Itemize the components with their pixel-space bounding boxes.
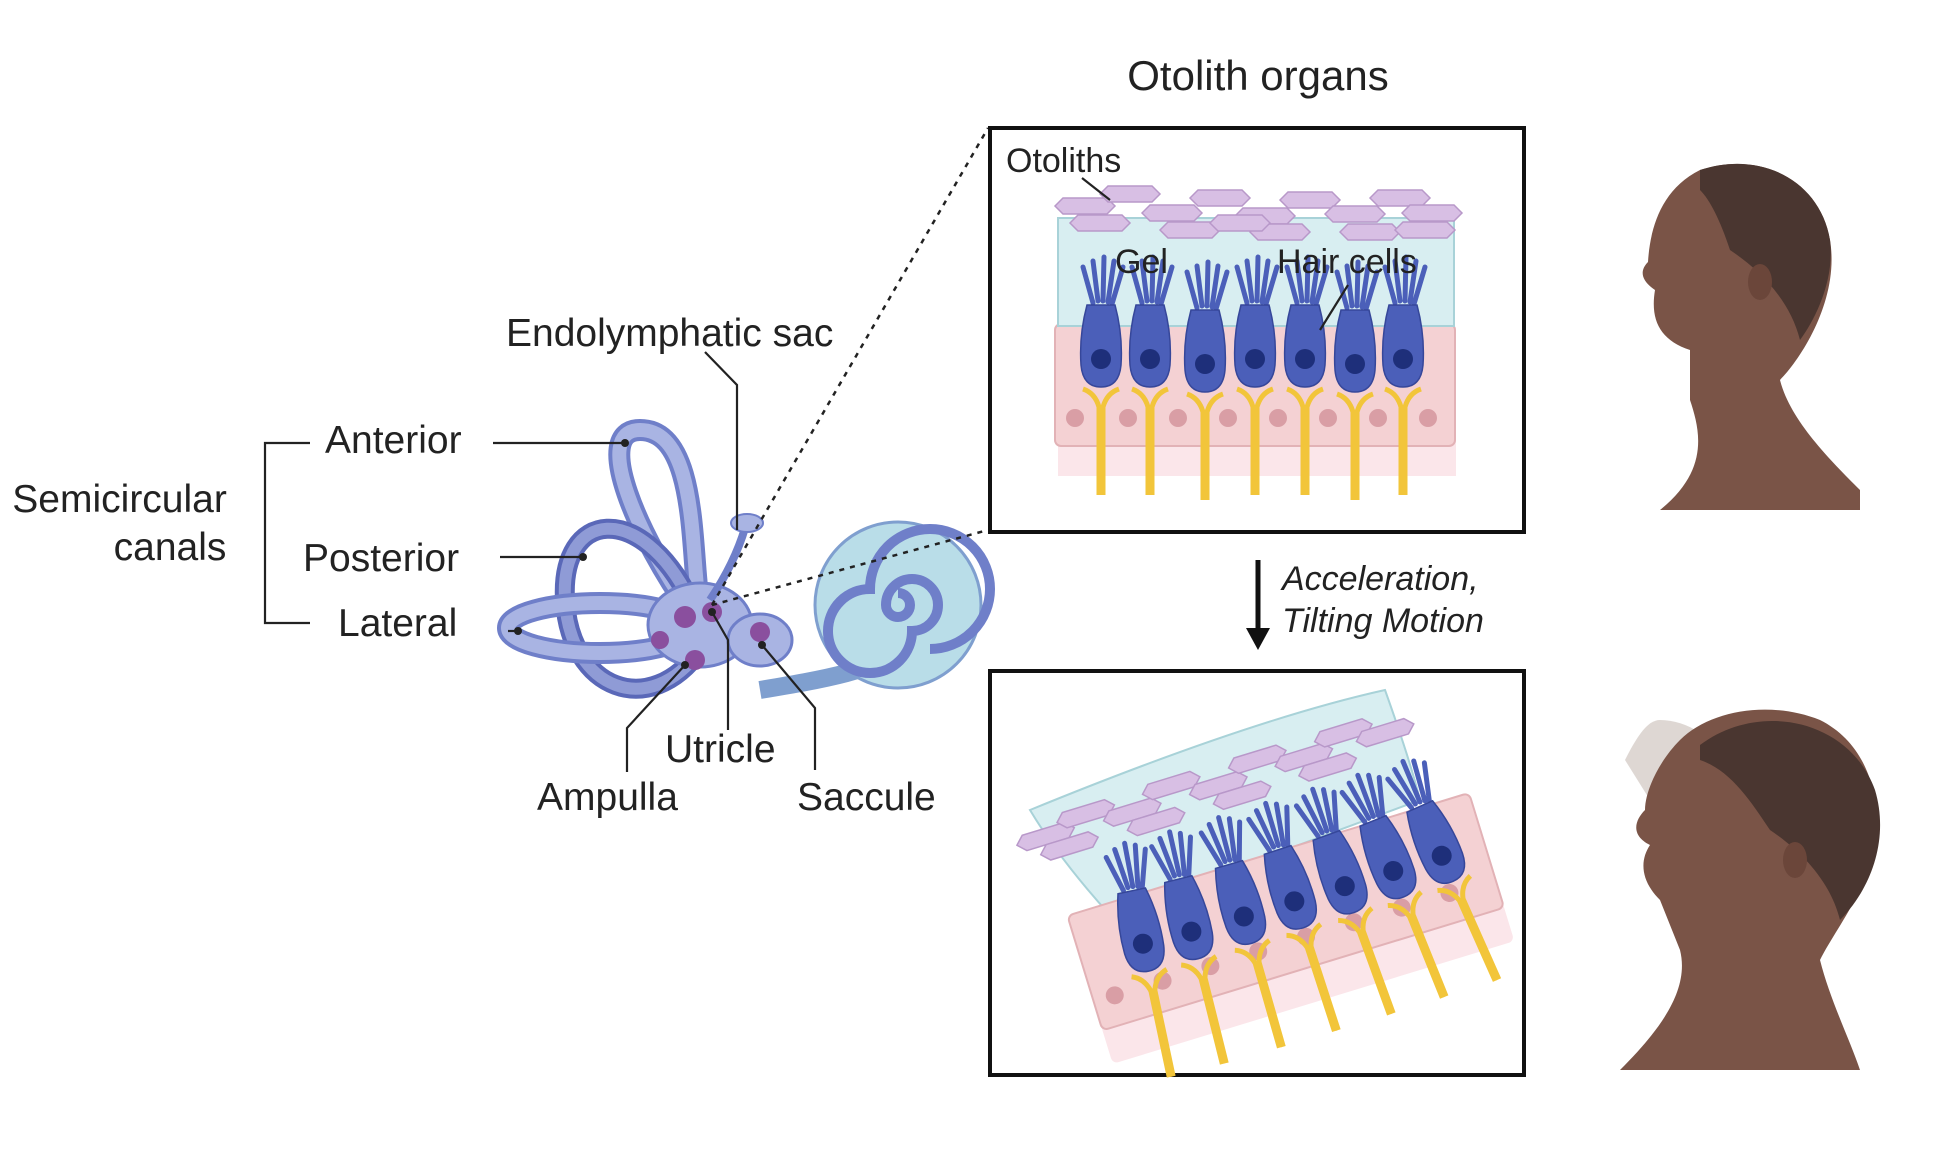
diagram-title: Otolith organs	[1127, 52, 1388, 99]
zoom-lines	[710, 127, 990, 607]
gel-label: Gel	[1115, 243, 1168, 281]
semicircular-canals-label: Semicircular canals	[12, 478, 237, 569]
saccule-spot	[750, 622, 770, 642]
anterior-label: Anterior	[325, 419, 462, 462]
motion-caption-line1: Acceleration,	[1280, 560, 1479, 598]
head-upright	[1642, 163, 1860, 510]
head-tilted	[1620, 709, 1881, 1070]
utricle-label: Utricle	[665, 728, 776, 771]
leader-lines	[493, 351, 817, 772]
endolymphatic-duct	[706, 526, 749, 603]
ampulla-label: Ampulla	[537, 776, 678, 819]
endolymphatic-sac-shape	[730, 513, 764, 533]
otolith-panel-resting: Otoliths Gel Hair cells	[988, 126, 1526, 534]
saccule-label: Saccule	[797, 776, 936, 819]
motion-arrow	[1246, 560, 1270, 650]
lateral-label: Lateral	[338, 602, 457, 645]
cochlea	[813, 520, 995, 690]
posterior-label: Posterior	[303, 537, 459, 580]
otolith-panel-tilted	[988, 669, 1526, 1081]
motion-caption-line2: Tilting Motion	[1282, 602, 1484, 640]
canals-bracket	[263, 441, 310, 625]
otoliths-label: Otoliths	[1006, 142, 1121, 180]
ampulla-spot	[674, 606, 696, 628]
hair-cells-label: Hair cells	[1277, 243, 1417, 281]
inner-ear-labyrinth	[497, 418, 995, 699]
endolymphatic-sac-label: Endolymphatic sac	[506, 312, 833, 355]
